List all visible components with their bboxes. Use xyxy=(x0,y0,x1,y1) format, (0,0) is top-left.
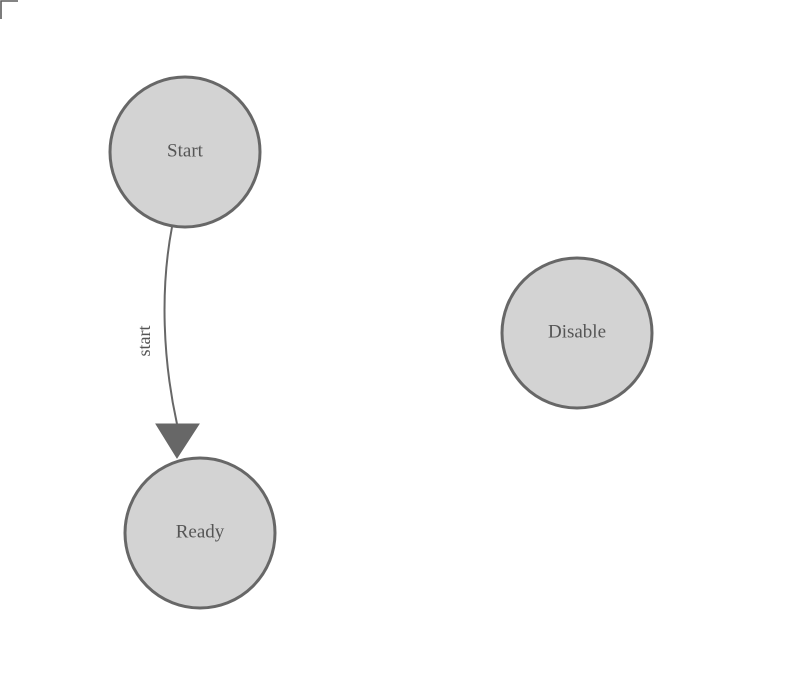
node-start-circle[interactable] xyxy=(108,75,262,229)
node-ready-circle[interactable] xyxy=(123,456,277,610)
node-start[interactable]: Start xyxy=(108,75,262,229)
node-ready[interactable]: Ready xyxy=(123,456,277,610)
node-ready-label: Ready xyxy=(176,521,225,542)
node-disable[interactable]: Disable xyxy=(500,256,654,410)
nodes-layer: Start Ready Disable xyxy=(108,75,654,610)
node-start-label: Start xyxy=(167,140,204,161)
crop-corner-mark xyxy=(0,0,18,19)
edges-layer: start xyxy=(134,226,200,459)
node-disable-label: Disable xyxy=(548,321,606,342)
edge-start-to-ready[interactable]: start xyxy=(134,226,200,459)
edge-start-to-ready-arrowhead-icon xyxy=(155,423,200,459)
node-disable-circle[interactable] xyxy=(500,256,654,410)
edge-start-to-ready-label: start xyxy=(134,326,154,357)
edge-start-to-ready-path xyxy=(163,226,178,425)
